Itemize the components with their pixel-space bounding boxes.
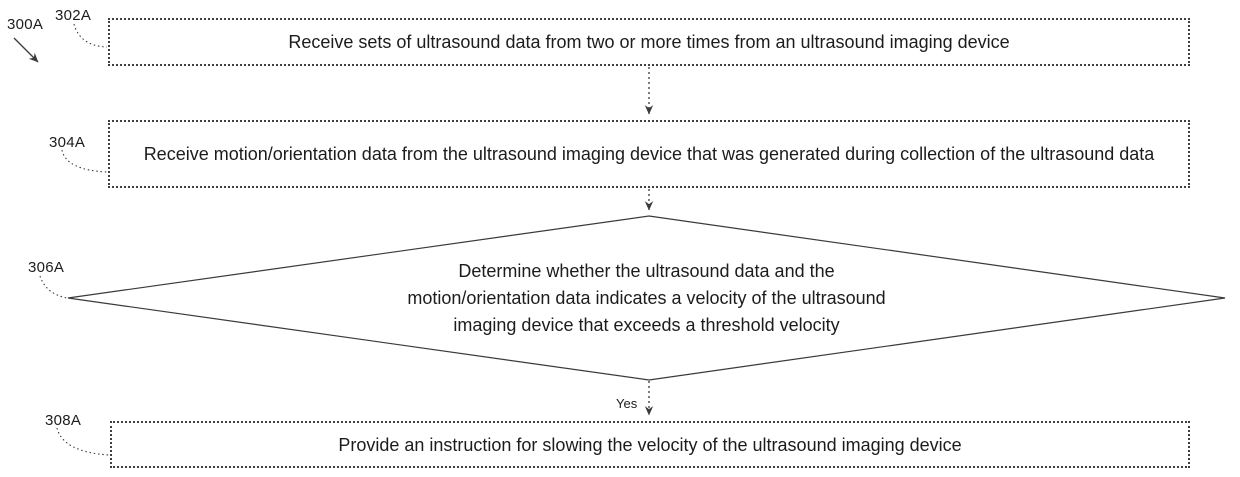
- node-ref-304A: 304A: [49, 134, 86, 151]
- process-box-308A-text: Provide an instruction for slowing the v…: [338, 434, 962, 455]
- process-box-304A-text: Receive motion/orientation data from the…: [143, 144, 1155, 164]
- node-ref-302A: 302A: [55, 7, 92, 24]
- leader-308A: [56, 427, 110, 456]
- decision-diamond-shape: [67, 215, 1226, 381]
- process-box-302A: Receive sets of ultrasound data from two…: [108, 18, 1190, 66]
- leader-304A: [61, 149, 108, 173]
- leader-302A: [73, 23, 108, 48]
- figure-label-arrow: [13, 37, 39, 63]
- leader-306A: [39, 275, 68, 299]
- node-ref-308A: 308A: [45, 412, 82, 429]
- process-box-304A: Receive motion/orientation data from the…: [108, 120, 1190, 188]
- figure-label: 300A: [7, 16, 44, 33]
- process-box-302A-text: Receive sets of ultrasound data from two…: [288, 32, 1010, 52]
- edge-label-yes: Yes: [616, 396, 638, 411]
- process-box-308A: Provide an instruction for slowing the v…: [110, 421, 1190, 468]
- node-ref-306A: 306A: [28, 259, 65, 276]
